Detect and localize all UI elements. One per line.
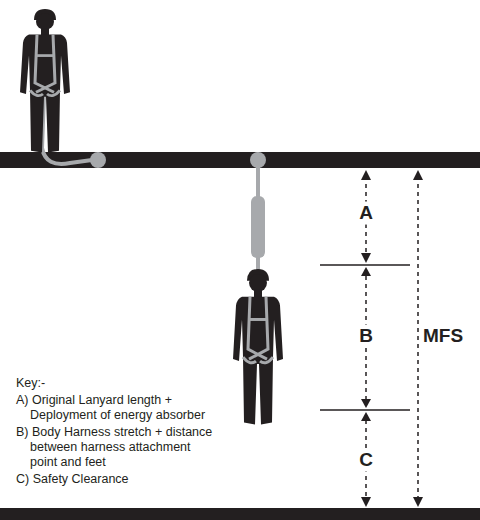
dimension-label: MFS <box>420 325 466 348</box>
upper-level <box>0 152 480 168</box>
dimension-letter: A <box>356 202 376 225</box>
dimension-lines <box>320 176 418 498</box>
key-block: Key:- A) Original Lanyard length + Deploy… <box>16 376 221 487</box>
key-heading: Key:- <box>16 376 221 391</box>
dimension-letter: C <box>356 449 376 472</box>
lower-level <box>0 508 480 520</box>
energy-absorber <box>251 196 265 258</box>
standing-worker <box>20 9 70 153</box>
suspended-worker <box>233 269 283 424</box>
lanyard <box>256 160 260 200</box>
key-item: B) Body Harness stretch + distance betwe… <box>16 425 221 470</box>
key-item: C) Safety Clearance <box>16 472 221 487</box>
dimension-letter: B <box>356 325 376 348</box>
key-item: A) Original Lanyard length + Deployment … <box>16 393 221 423</box>
anchor-point <box>90 152 106 168</box>
